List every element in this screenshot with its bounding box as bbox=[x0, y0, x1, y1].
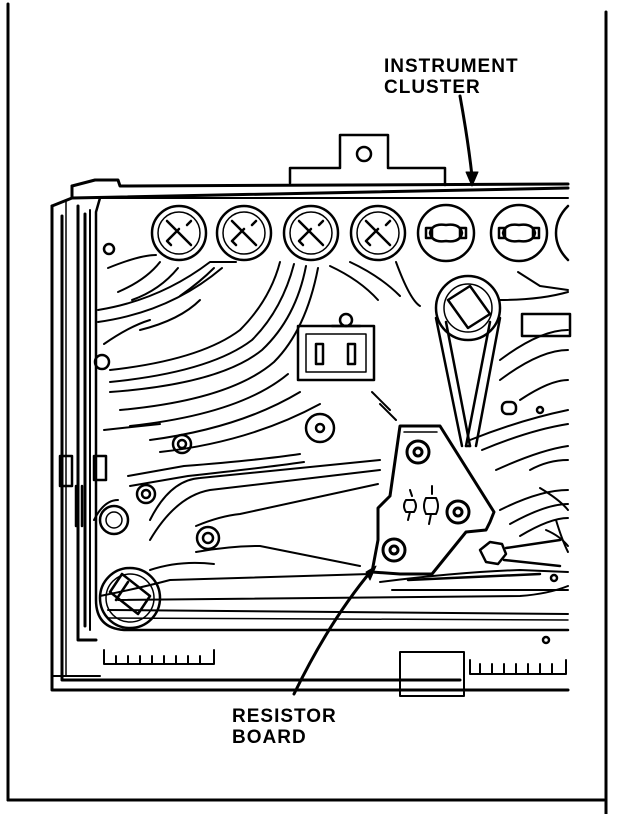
resistor-board-label-line2: BOARD bbox=[232, 727, 307, 748]
leader-lines bbox=[292, 94, 474, 696]
mounting-tab bbox=[288, 133, 447, 187]
circuit-traces bbox=[93, 254, 569, 601]
figure-frame bbox=[6, 2, 608, 816]
hex-stud bbox=[406, 538, 562, 582]
side-latch bbox=[58, 242, 116, 528]
bottom-tabs bbox=[51, 649, 567, 697]
resistor-board-label-line1: RESISTOR bbox=[232, 706, 337, 727]
lower-left-socket bbox=[98, 504, 162, 630]
pulley-element bbox=[434, 274, 572, 448]
instrument-cluster-label: INSTRUMENT CLUSTER bbox=[384, 56, 519, 98]
cluster-housing bbox=[50, 178, 570, 692]
leader-arrowhead-bottom bbox=[365, 565, 377, 581]
instrument-cluster-label-line2: CLUSTER bbox=[384, 77, 481, 98]
bulb-socket-row bbox=[150, 203, 570, 263]
instrument-cluster-label-line1: INSTRUMENT bbox=[384, 56, 519, 77]
resistor-board-label: RESISTOR BOARD bbox=[232, 706, 337, 748]
resistor-board bbox=[370, 424, 496, 576]
leader-arrowhead-top bbox=[465, 171, 479, 187]
studs bbox=[135, 405, 559, 645]
connector-socket bbox=[296, 312, 376, 382]
